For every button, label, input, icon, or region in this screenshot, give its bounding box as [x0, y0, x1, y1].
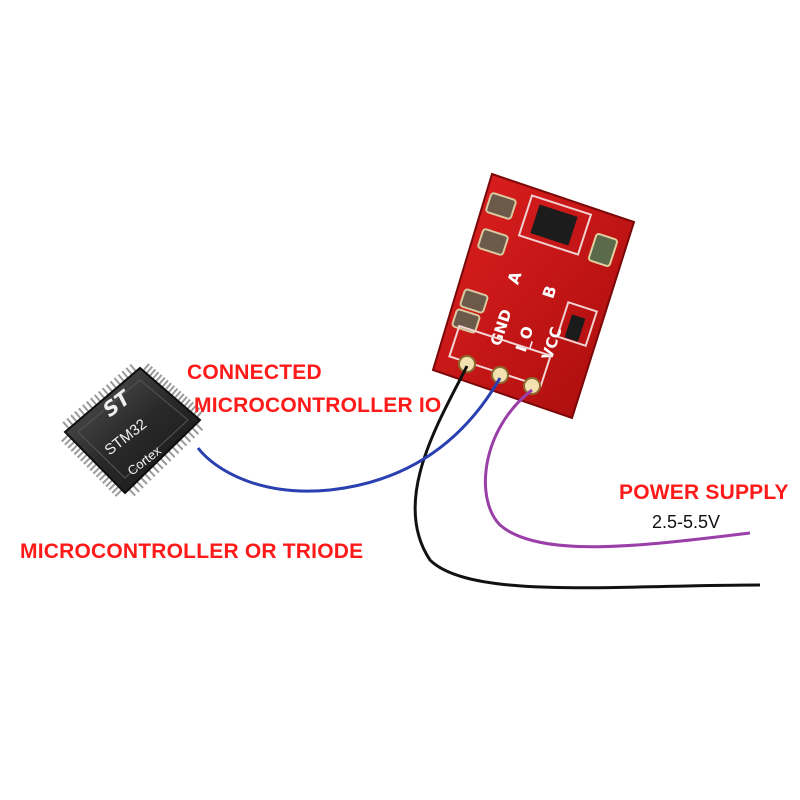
- chip-pin: [148, 368, 157, 377]
- chip-pin: [158, 376, 166, 386]
- chip-pin: [117, 373, 125, 383]
- chip-pin: [70, 414, 78, 423]
- wire-purple-vcc: [483, 388, 751, 549]
- chip-pin: [142, 363, 150, 372]
- chip-pin: [191, 426, 200, 435]
- chip-pin: [183, 398, 191, 407]
- chip-pin: [163, 453, 172, 462]
- chip-pin: [109, 380, 118, 389]
- chip-pin: [155, 461, 164, 470]
- chip-pin: [78, 407, 86, 416]
- chip-pin: [170, 387, 179, 397]
- chip-pin: [74, 411, 82, 420]
- chip-pin: [161, 379, 169, 388]
- wire-blue-io: [196, 377, 502, 493]
- chip-pin: [113, 377, 122, 386]
- chip-pin: [83, 456, 91, 465]
- chip-pin: [64, 437, 73, 446]
- connected-label-line2: MICROCONTROLLER IO: [194, 394, 442, 417]
- chip-pin: [136, 480, 144, 489]
- chip-pin: [73, 447, 82, 456]
- chip-pin: [121, 370, 129, 379]
- chip-pin: [79, 453, 88, 462]
- chip-pin: [189, 404, 198, 413]
- chip-pin: [180, 396, 188, 405]
- chip-body: [63, 366, 202, 495]
- chip-pin: [151, 465, 160, 474]
- chip-pin: [82, 404, 90, 413]
- chip-pin: [151, 371, 160, 380]
- chip-pin: [114, 489, 123, 497]
- chip-pin: [98, 473, 107, 481]
- voltage-label: 2.5-5.5V: [652, 512, 721, 532]
- chip-pin: [70, 444, 79, 452]
- chip-pin: [175, 442, 184, 451]
- chip-pin: [111, 485, 120, 494]
- chip-pin: [92, 466, 101, 475]
- chip-pin: [62, 421, 70, 430]
- board-hole-gnd: [458, 355, 476, 373]
- chip-pin: [66, 417, 74, 426]
- chip-pin: [140, 476, 148, 485]
- chip-pin: [173, 390, 182, 399]
- board-hole-vcc: [523, 377, 541, 395]
- chip-pin: [128, 488, 136, 497]
- chip-pin: [86, 400, 94, 410]
- chip-pin: [61, 434, 69, 443]
- board-smd-pads: [451, 192, 619, 334]
- power-supply-label: POWER SUPPLY: [619, 481, 789, 504]
- chip-pin: [89, 397, 98, 406]
- wire-black-gnd: [413, 365, 761, 590]
- chip-pin: [145, 366, 153, 375]
- chip-pin: [93, 394, 102, 403]
- chip-pin: [164, 382, 172, 391]
- chip-pin: [144, 473, 152, 481]
- chip-pin: [95, 469, 104, 478]
- chip-pin: [108, 482, 117, 491]
- chip-pin: [97, 390, 106, 399]
- chip-pin: [159, 457, 168, 466]
- chip-pin: [183, 434, 192, 443]
- chip-pin: [196, 409, 204, 418]
- board-hole-io: [491, 366, 509, 384]
- touch-sensor-board: A B GND I_O VCC: [431, 172, 636, 420]
- chip-pin: [102, 476, 110, 484]
- chip-pin: [105, 384, 114, 393]
- chip-pin: [67, 440, 76, 449]
- chip-pin: [177, 393, 185, 402]
- chip-pin: [186, 401, 195, 410]
- chip-pin: [101, 387, 110, 396]
- chip-pin: [155, 374, 163, 383]
- chip-pin: [179, 438, 188, 447]
- chip-pin: [89, 463, 98, 472]
- chip-pin: [105, 479, 114, 488]
- chip-pin: [195, 423, 204, 431]
- board-resistor: [555, 300, 599, 348]
- chip-pin: [129, 363, 137, 373]
- microcontroller-label: MICROCONTROLLER OR TRIODE: [20, 540, 364, 563]
- chip-pin: [187, 430, 196, 439]
- board-pad-b-label: B: [539, 283, 561, 300]
- chip-pin: [167, 385, 176, 394]
- connected-label-line1: CONNECTED: [187, 361, 322, 384]
- board-ic: [517, 194, 593, 256]
- chip-pin: [147, 469, 156, 478]
- chip-pin: [132, 484, 140, 493]
- chip-pin: [125, 367, 133, 376]
- chip-pins: [61, 363, 204, 497]
- chip-pin: [86, 460, 95, 468]
- chip-pin: [167, 450, 176, 458]
- chip-pin: [76, 450, 85, 459]
- chip-pin: [171, 446, 180, 455]
- chip-pin: [192, 407, 201, 416]
- microcontroller-chip: ST STM32 Cortex: [61, 363, 204, 497]
